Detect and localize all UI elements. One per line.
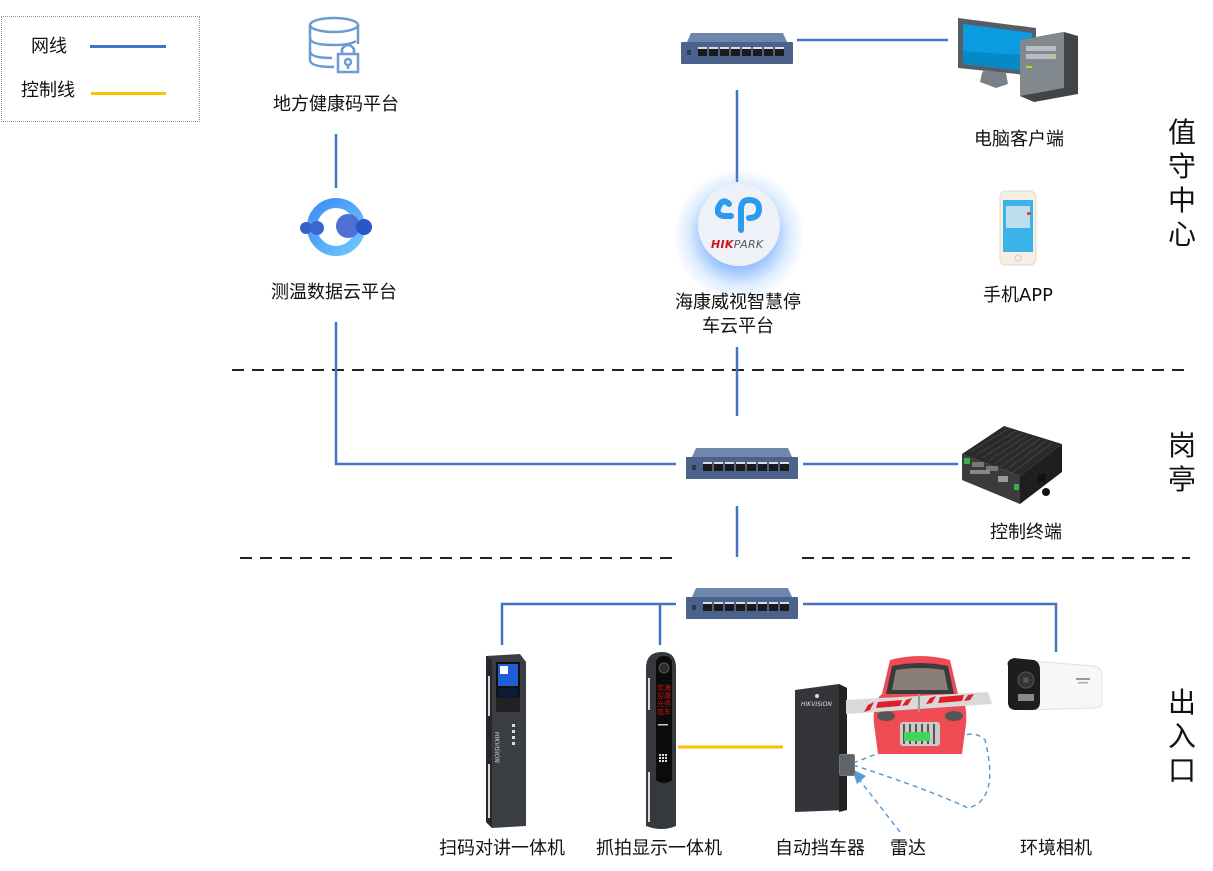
network-switch-icon (686, 448, 798, 480)
barrier-brand-text: HIKVISION (801, 701, 832, 708)
zone-char: 中 (1167, 184, 1196, 217)
legend: 网线 控制线 (1, 16, 200, 122)
switch-led (692, 605, 696, 610)
label-barrier-gate: 自动挡车器 (775, 838, 865, 859)
zone-char: 心 (1167, 218, 1196, 251)
zone-label-booth: 岗 亭 (1165, 429, 1199, 497)
hikpark-wordmark-hik: HIK (711, 238, 734, 251)
cloud-p-icon (715, 196, 763, 233)
svg-text:HIKVISION: HIKVISION (493, 732, 500, 763)
smartphone-icon (999, 190, 1037, 266)
label-pc-client: 电脑客户端 (974, 129, 1064, 150)
label-mobile-app: 手机APP (982, 285, 1054, 306)
scan-intercom-kiosk-icon: HIKVISION (486, 654, 526, 828)
radar-arrow-line (857, 777, 901, 833)
radar-beam-loop (852, 733, 991, 809)
led-char: 迎 (657, 691, 664, 700)
hikpark-wordmark-park: PARK (733, 238, 764, 251)
switch-led (687, 50, 691, 55)
radar-arrow-head (852, 769, 866, 784)
led-char: 康 (664, 691, 671, 700)
led-char: 光 (657, 699, 664, 708)
led-char: 欢 (657, 683, 664, 692)
switch-ports (703, 462, 789, 471)
line-temp-to-kiosk-switch (334, 322, 676, 466)
hikpark-logo-icon: HIKPARK (698, 184, 780, 266)
switch-ports (698, 47, 784, 56)
radar-icon (839, 754, 855, 776)
legend-label-control: 控制线 (21, 80, 75, 101)
zone-label-duty-center: 值 守 中 心 (1165, 116, 1199, 252)
zone-char: 出 (1167, 686, 1196, 719)
legend-swatch-control (91, 92, 166, 95)
label-health-code-platform: 地方健康码平台 (273, 94, 399, 115)
control-terminal-icon (962, 426, 1062, 504)
barrier-gate-icon: HIKVISION (795, 684, 847, 812)
line-switch-to-scan-kiosk (500, 602, 676, 645)
switch-top (692, 448, 792, 457)
switch-ports (703, 602, 789, 611)
label-control-terminal: 控制终端 (990, 522, 1062, 543)
label-scan-intercom: 扫码对讲一体机 (439, 838, 565, 859)
led-char: 临 (657, 707, 664, 716)
zone-char: 口 (1167, 754, 1196, 787)
zone-char: 岗 (1167, 429, 1196, 462)
zone-char: 入 (1167, 720, 1196, 753)
led-char: 停 (664, 699, 671, 708)
label-hikpark-line2: 车云平台 (702, 316, 774, 337)
bullet-camera-icon (1007, 658, 1103, 711)
hikpark-wordmark: HIKPARK (711, 238, 763, 251)
network-switch-icon (681, 33, 793, 65)
capture-display-pole-icon: 欢 海 迎 康 光 停 临 车 (646, 652, 676, 829)
led-char: 车 (664, 707, 671, 716)
barrier-arm-icon (846, 692, 992, 714)
label-env-camera: 环境相机 (1020, 838, 1092, 859)
zone-char: 亭 (1167, 463, 1196, 496)
network-switch-icon (686, 588, 798, 620)
label-capture-display: 抓拍显示一体机 (596, 838, 722, 859)
zone-char: 守 (1167, 150, 1196, 183)
legend-swatch-network (90, 45, 166, 48)
label-hikpark-line1: 海康威视智慧停 (675, 292, 801, 313)
label-radar: 雷达 (890, 838, 926, 859)
switch-top (692, 588, 792, 597)
switch-top (687, 33, 787, 42)
database-lock-icon (308, 16, 360, 74)
line-switch-to-camera (803, 602, 1058, 652)
zone-label-entrance: 出 入 口 (1165, 686, 1199, 788)
cloud-platform-logo-icon (300, 198, 372, 256)
desktop-computer-icon (958, 18, 1078, 102)
switch-led (692, 465, 696, 470)
zone-char: 值 (1167, 116, 1196, 149)
legend-label-network: 网线 (31, 36, 67, 57)
label-temperature-cloud-platform: 测温数据云平台 (271, 282, 397, 303)
led-char: 海 (664, 683, 671, 692)
